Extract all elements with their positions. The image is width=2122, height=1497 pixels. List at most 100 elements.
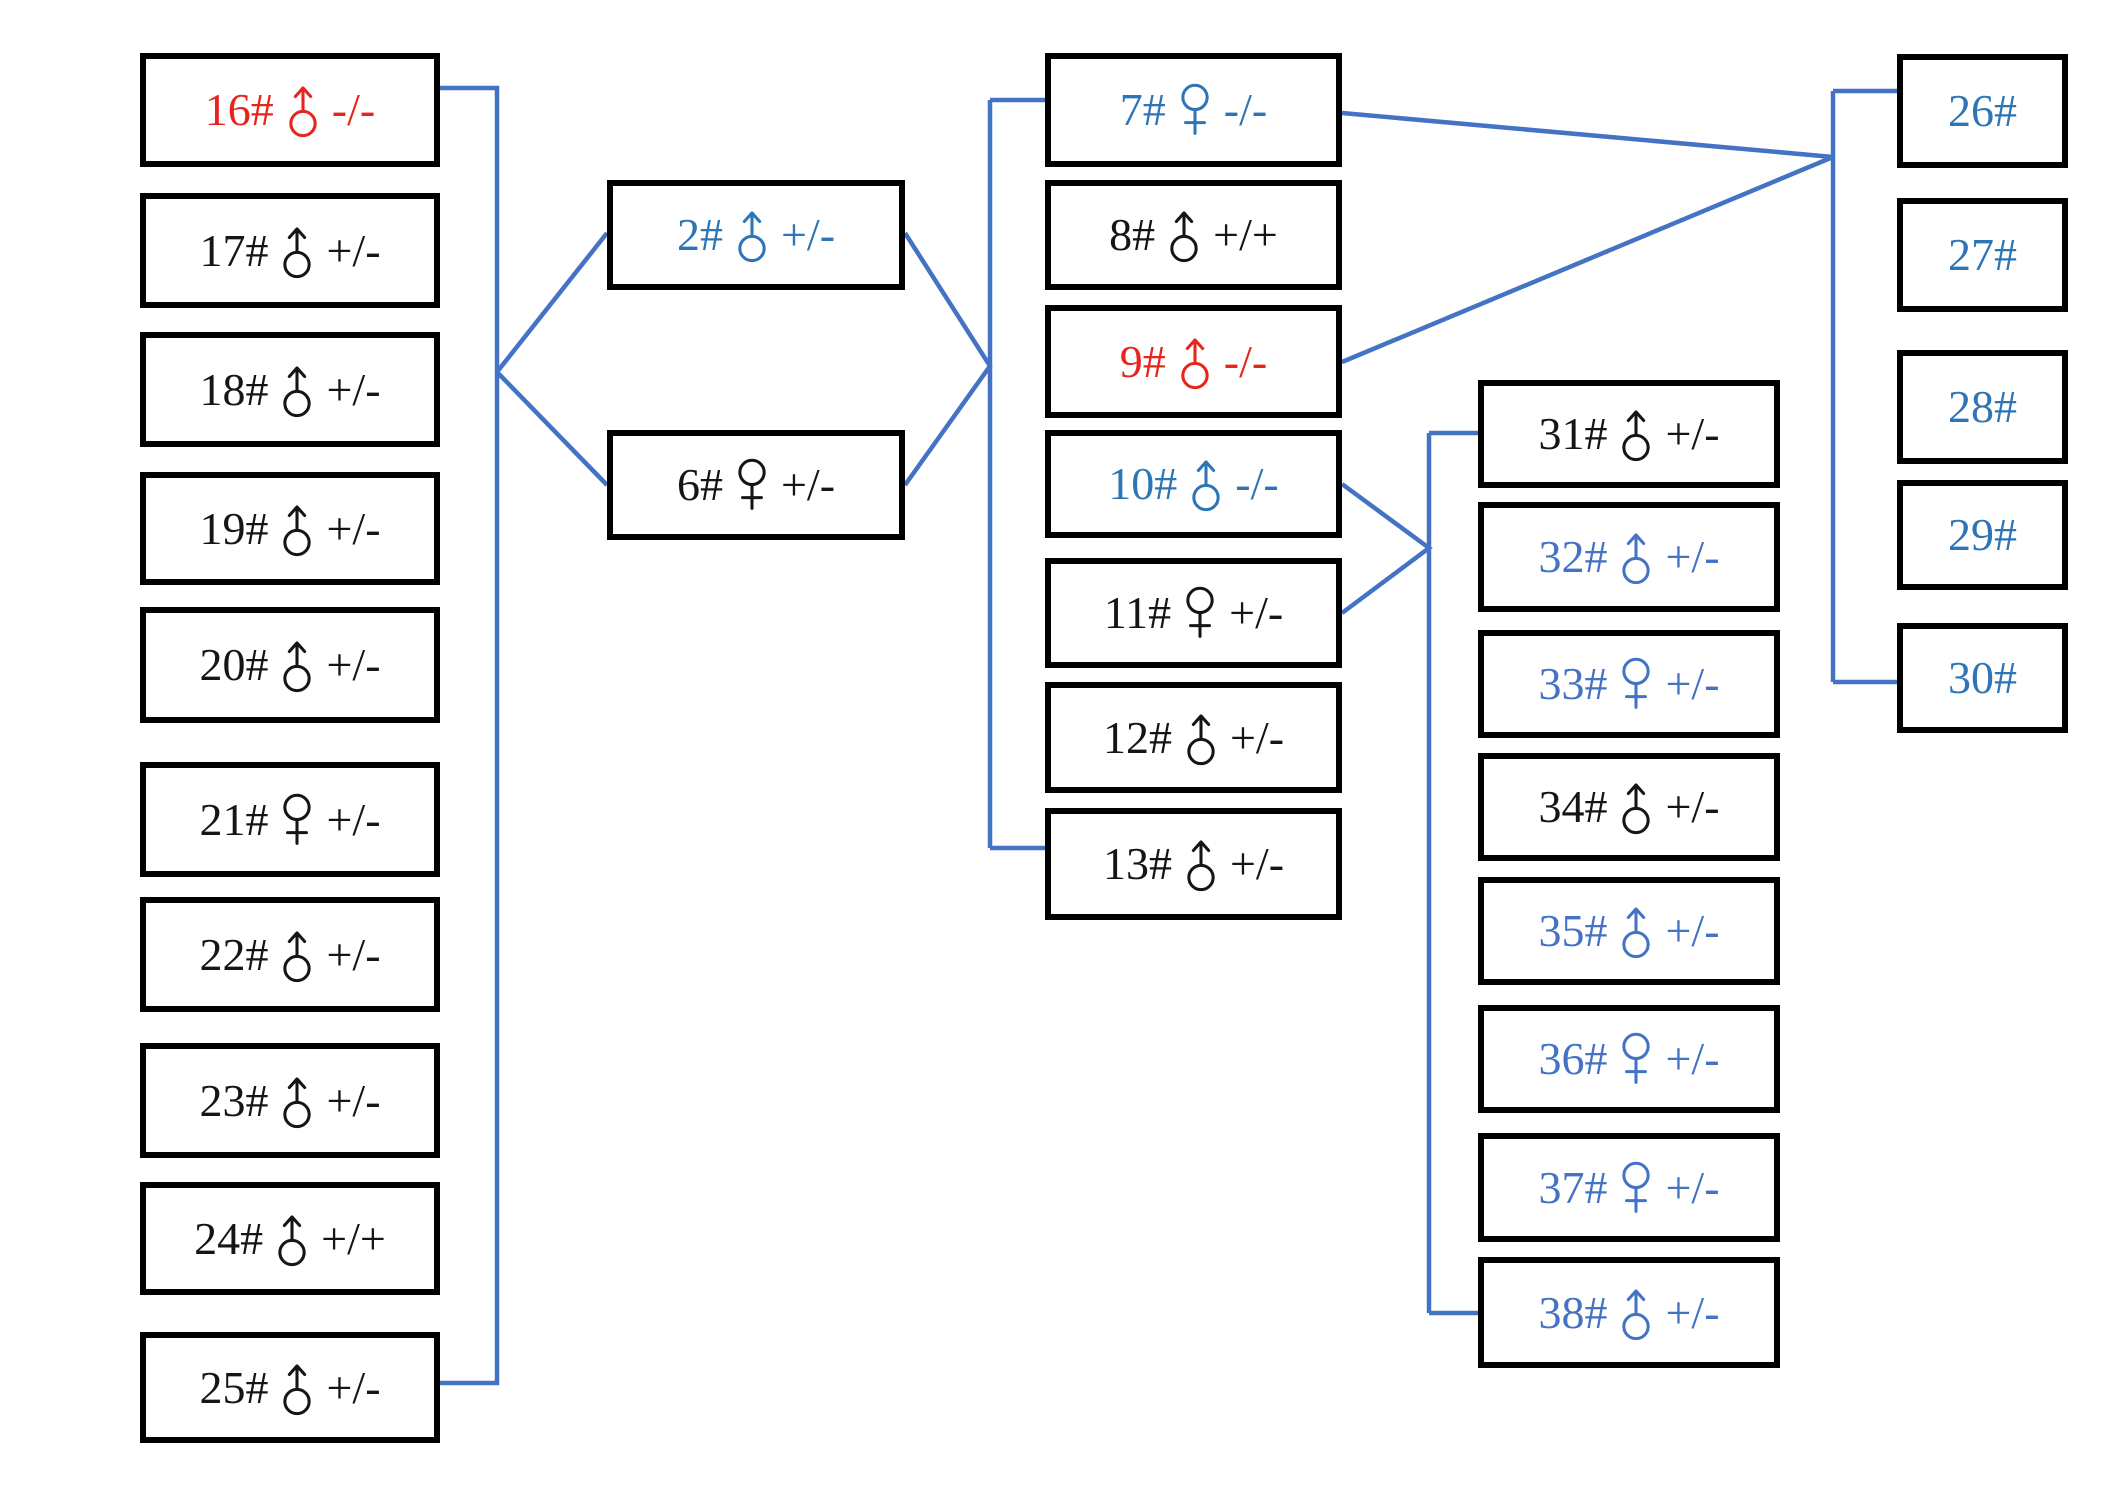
pedigree-box-10: 10# -/- — [1045, 430, 1342, 538]
pedigree-box-24: 24# +/+ — [140, 1182, 440, 1295]
box-number: 10# — [1108, 458, 1178, 509]
pedigree-box-30: 30# — [1897, 623, 2068, 733]
genotype-label: +/- — [326, 224, 381, 276]
box-number: 22# — [199, 928, 269, 980]
male-icon — [1618, 779, 1654, 835]
pedigree-box-9: 9# -/- — [1045, 305, 1342, 418]
genotype-label: +/- — [1665, 1161, 1720, 1213]
pedigree-box-25: 25# +/- — [140, 1332, 440, 1443]
male-icon — [1618, 903, 1654, 959]
box-number: 2# — [676, 209, 723, 260]
box-number: 37# — [1538, 1161, 1608, 1213]
female-icon — [1177, 82, 1213, 138]
pedigree-box-17: 17#+/- — [140, 193, 440, 308]
pedigree-box-28: 28# — [1897, 350, 2068, 464]
genotype-label: -/- — [331, 84, 376, 135]
box-number: 28# — [1948, 381, 2017, 432]
box-number: 35# — [1538, 905, 1608, 956]
box-number: 24# — [194, 1212, 264, 1264]
male-icon — [279, 1360, 315, 1416]
genotype-label: +/+ — [321, 1212, 386, 1264]
box-number: 7# — [1119, 84, 1166, 135]
male-icon — [279, 501, 315, 557]
genotype-label: +/- — [326, 1361, 381, 1413]
male-icon — [1618, 1285, 1654, 1341]
pedigree-box-34: 34# +/- — [1478, 753, 1780, 861]
connector-mating-2x6-to-litter-7-13 — [903, 97, 1045, 851]
male-icon — [1166, 207, 1202, 263]
genotype-label: +/+ — [1213, 209, 1278, 260]
pedigree-box-31: 31#+/- — [1478, 380, 1780, 488]
genotype-label: +/- — [1229, 838, 1285, 889]
box-number: 29# — [1948, 509, 2017, 560]
box-number: 21# — [199, 793, 269, 845]
genotype-label: +/- — [1665, 781, 1720, 832]
male-icon — [1177, 334, 1213, 390]
box-number: 26# — [1948, 85, 2017, 136]
box-number: 6# — [676, 459, 723, 510]
genotype-label: +/- — [326, 1074, 381, 1126]
pedigree-box-35: 35# +/- — [1478, 877, 1780, 985]
box-number: 34# — [1538, 781, 1608, 832]
male-icon — [1183, 710, 1219, 766]
pedigree-box-21: 21# +/- — [140, 762, 440, 877]
genotype-label: -/- — [1235, 458, 1279, 509]
pedigree-box-20: 20# +/- — [140, 607, 440, 723]
box-number: 30# — [1948, 652, 2017, 703]
pedigree-box-13: 13# +/- — [1045, 808, 1342, 920]
genotype-label: +/- — [326, 793, 381, 845]
pedigree-box-27: 27# — [1897, 198, 2068, 312]
box-number: 13# — [1102, 838, 1172, 889]
male-icon — [279, 637, 315, 693]
box-number: 12# — [1102, 711, 1172, 763]
pedigree-box-23: 23# +/- — [140, 1043, 440, 1158]
genotype-label: +/- — [1665, 408, 1720, 459]
genotype-label: +/- — [780, 209, 836, 260]
male-icon — [279, 927, 315, 983]
box-number: 33# — [1538, 658, 1608, 709]
male-icon — [279, 223, 315, 279]
male-icon — [274, 1211, 310, 1267]
pedigree-box-36: 36#+/- — [1478, 1005, 1780, 1113]
pedigree-box-16: 16# -/- — [140, 53, 440, 167]
female-icon — [279, 792, 315, 848]
female-icon — [734, 457, 770, 513]
genotype-label: +/- — [326, 363, 381, 415]
connector-mating-2x6-to-litter-16-25 — [440, 85, 609, 1386]
male-icon — [1618, 406, 1654, 462]
pedigree-box-2: 2# +/- — [607, 180, 905, 290]
genotype-label: +/- — [1665, 905, 1720, 956]
pedigree-box-33: 33#+/- — [1478, 630, 1780, 738]
genotype-label: +/- — [1229, 587, 1284, 638]
box-number: 25# — [199, 1361, 269, 1413]
connector-mating-7x9-to-litter-26-30 — [1341, 88, 1897, 685]
box-number: 23# — [199, 1074, 269, 1126]
male-icon — [1618, 529, 1654, 585]
genotype-label: -/- — [1223, 335, 1268, 387]
pedigree-box-29: 29# — [1897, 480, 2068, 590]
pedigree-box-8: 8#+/+ — [1045, 180, 1342, 290]
pedigree-box-12: 12#+/- — [1045, 682, 1342, 793]
box-number: 16# — [204, 84, 274, 135]
box-number: 20# — [199, 639, 269, 690]
male-icon — [285, 82, 321, 138]
genotype-label: +/- — [326, 502, 381, 554]
female-icon — [1182, 585, 1218, 641]
male-icon — [279, 362, 315, 418]
genotype-label: +/- — [326, 928, 381, 980]
genotype-label: -/- — [1223, 84, 1268, 135]
box-number: 18# — [199, 363, 269, 415]
box-number: 9# — [1119, 335, 1166, 387]
pedigree-box-19: 19#+/- — [140, 472, 440, 585]
pedigree-box-11: 11# +/- — [1045, 558, 1342, 668]
genotype-label: +/- — [326, 639, 381, 690]
box-number: 27# — [1948, 229, 2017, 280]
box-number: 11# — [1103, 587, 1172, 638]
box-number: 38# — [1538, 1286, 1608, 1338]
pedigree-box-26: 26# — [1897, 54, 2068, 168]
male-icon — [1183, 836, 1219, 892]
pedigree-box-18: 18# +/- — [140, 332, 440, 447]
female-icon — [1618, 1031, 1654, 1087]
